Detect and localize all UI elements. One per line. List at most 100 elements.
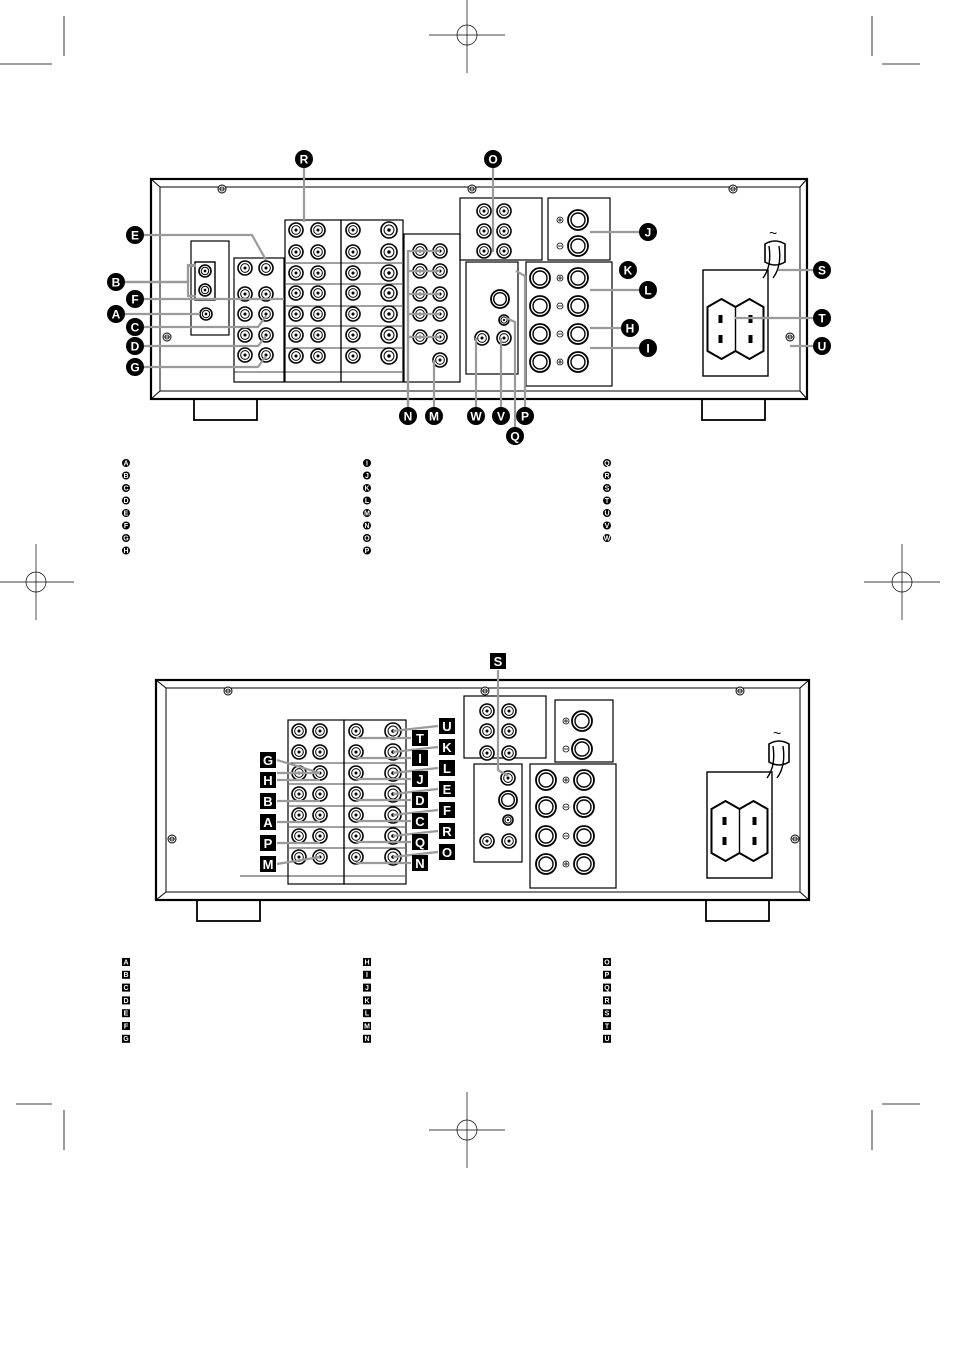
jack-pin xyxy=(387,250,391,254)
jack-inner-ring xyxy=(313,288,323,298)
jack-inner-ring xyxy=(351,789,361,799)
leader-line xyxy=(505,316,517,427)
chassis-foot xyxy=(193,398,258,421)
jack-pin xyxy=(243,292,247,296)
rca-jack xyxy=(310,306,326,322)
rca-jack xyxy=(258,286,274,302)
callout-k: K xyxy=(619,261,637,279)
rca-jack xyxy=(291,828,307,844)
rca-jack xyxy=(288,222,304,238)
legend-badge xyxy=(363,958,371,966)
outlet-pin-slot xyxy=(752,837,757,845)
rca-jack xyxy=(474,330,490,346)
legend-item-n: N xyxy=(363,521,371,530)
callout-letter: U xyxy=(442,719,451,734)
polarity-circle xyxy=(562,832,570,840)
jack-inner-ring xyxy=(482,706,492,716)
callout-letter: E xyxy=(131,229,139,243)
callout-badge xyxy=(439,802,455,818)
leader-line xyxy=(392,724,439,733)
minus-mark-icon xyxy=(562,832,570,840)
rca-jack xyxy=(291,786,307,802)
rca-jack xyxy=(288,327,304,343)
rca-jack xyxy=(501,703,517,719)
jack-pin xyxy=(297,834,301,838)
jack-inner-ring xyxy=(479,206,489,216)
callout-letter: S xyxy=(494,654,503,669)
terminal-inner xyxy=(493,292,508,307)
callout-badge xyxy=(260,835,276,851)
jack-pin xyxy=(387,228,391,232)
legend-letter: P xyxy=(605,972,610,979)
legend-letter: U xyxy=(604,1036,609,1043)
rca-jack xyxy=(476,243,492,259)
jack-inner-ring xyxy=(482,836,492,846)
screw-icon xyxy=(480,686,490,696)
callout-badge xyxy=(412,750,428,766)
power-cord-icon: ~ xyxy=(766,725,790,779)
legend-badge xyxy=(603,1034,611,1043)
jack-inner-ring xyxy=(348,288,358,298)
jack-pin xyxy=(297,792,301,796)
jack-inner-ring xyxy=(291,247,301,257)
leader-line xyxy=(392,766,439,775)
receiver-rear-panel-bottom: ~ xyxy=(154,678,811,922)
speaker-terminal xyxy=(573,825,595,847)
rca-jack xyxy=(291,744,307,760)
outlet-pin-slot xyxy=(752,817,757,825)
rca-jack xyxy=(380,305,398,323)
chassis-bevel xyxy=(150,390,161,400)
legend-letter: V xyxy=(605,523,610,530)
minus-mark-icon xyxy=(556,242,564,250)
jack-pin xyxy=(506,776,510,780)
outlet-pin-slot xyxy=(748,335,753,343)
legend-badge xyxy=(122,484,130,492)
rca-jack xyxy=(310,348,326,364)
legend-letter: E xyxy=(124,510,129,517)
speaker-terminal xyxy=(535,769,557,791)
callout-letter: L xyxy=(644,284,651,298)
callout-badge xyxy=(260,752,276,768)
jack-inner-ring xyxy=(201,309,211,319)
rca-jack xyxy=(501,745,517,761)
jack-inner-ring xyxy=(351,810,361,820)
legend-item-h: H xyxy=(363,958,371,966)
callout-letter: O xyxy=(442,845,452,860)
terminal-inner xyxy=(538,772,554,788)
legend-letter: C xyxy=(123,985,128,992)
legend-item-m: M xyxy=(363,1022,371,1030)
callout-t: T xyxy=(813,309,831,327)
legend-letter: K xyxy=(364,998,369,1005)
registration-mark xyxy=(864,544,940,620)
speaker-terminal xyxy=(535,825,557,847)
jack-pin xyxy=(507,709,511,713)
jack-inner-ring xyxy=(348,247,358,257)
jack-inner-ring xyxy=(435,355,445,365)
legend-item-g: G xyxy=(122,534,130,542)
jack-inner-ring xyxy=(482,748,492,758)
legend-badge xyxy=(122,1022,130,1030)
legend-letter: T xyxy=(605,1023,610,1030)
legend-badge xyxy=(122,521,130,530)
leader-line xyxy=(276,855,321,866)
rca-jack xyxy=(288,285,304,301)
callout-badge xyxy=(412,730,428,746)
speaker-terminal xyxy=(529,295,551,317)
pre-out-block xyxy=(459,197,543,261)
polarity-circle xyxy=(562,803,570,811)
minus-mark-icon xyxy=(556,302,564,310)
legend-letter: H xyxy=(364,959,369,966)
terminal-inner xyxy=(570,212,586,228)
legend-badge xyxy=(122,958,130,966)
callout-letter: O xyxy=(488,153,497,167)
rca-jack xyxy=(310,285,326,301)
leader-line xyxy=(125,280,196,298)
jack-inner-ring xyxy=(291,309,301,319)
screw-icon xyxy=(735,686,745,696)
speaker-terminal xyxy=(567,295,589,317)
jack-pin xyxy=(351,312,355,316)
callout-badge xyxy=(439,844,455,860)
jack-pin xyxy=(482,209,486,213)
legend-badge xyxy=(363,1022,371,1030)
callout-letter: V xyxy=(497,410,505,424)
